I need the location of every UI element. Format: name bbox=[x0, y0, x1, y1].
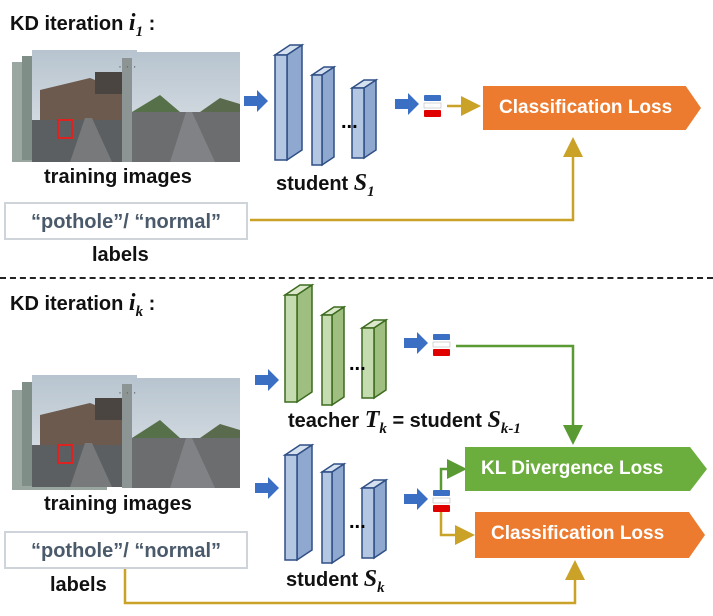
teacher-tk-caption: teacher Tk = student Sk-1 bbox=[288, 407, 521, 437]
arrow-teacher-to-kl-loss bbox=[456, 344, 583, 445]
training-images-caption-bottom: training images bbox=[44, 493, 192, 515]
arrow-student-to-output-top bbox=[395, 93, 419, 115]
output-vector-teacher bbox=[432, 334, 451, 356]
arrow-labels-to-loss-bottom bbox=[123, 560, 585, 605]
training-images-caption-top: training images bbox=[44, 166, 192, 188]
ellipsis-student-bottom: ... bbox=[349, 511, 366, 533]
output-vector-top bbox=[423, 95, 442, 117]
training-image-stack-left-bottom bbox=[12, 375, 137, 490]
arrow-student-to-output-bottom bbox=[404, 488, 428, 510]
labels-box-top: “pothole”/ “normal” bbox=[4, 202, 248, 240]
ellipsis-top: ... bbox=[341, 111, 358, 133]
kl-divergence-loss: KL Divergence Loss bbox=[465, 447, 707, 491]
student-sk-network bbox=[282, 443, 389, 565]
output-vector-student-bottom bbox=[432, 490, 451, 512]
student-sk-caption: student Sk bbox=[286, 566, 385, 596]
classification-loss-bottom: Classification Loss bbox=[475, 512, 705, 558]
svg-text:· · ·: · · · bbox=[118, 59, 137, 73]
kd-iteration-k-heading: KD iteration ik : bbox=[10, 290, 156, 320]
arrow-images-to-teacher bbox=[255, 369, 279, 391]
arrow-images-to-student-bottom bbox=[255, 477, 279, 499]
arrow-images-to-student-top bbox=[244, 90, 268, 112]
training-image-stack-left-top bbox=[12, 50, 137, 162]
training-image-stack-right-top: · · · bbox=[118, 52, 240, 162]
arrow-teacher-to-output bbox=[404, 332, 428, 354]
kd-iteration-1-heading: KD iteration i1 : bbox=[10, 10, 156, 40]
ellipsis-teacher: ... bbox=[349, 353, 366, 375]
labels-box-bottom: “pothole”/ “normal” bbox=[4, 531, 248, 569]
svg-text:· · ·: · · · bbox=[118, 385, 137, 399]
labels-caption-top: labels bbox=[92, 244, 149, 266]
training-image-stack-right-bottom: · · · bbox=[118, 378, 240, 488]
labels-caption-bottom: labels bbox=[50, 574, 107, 596]
arrow-labels-to-loss-top bbox=[250, 137, 583, 222]
arrow-output-to-kl-loss bbox=[439, 459, 467, 490]
arrow-output-to-cls-loss-bottom bbox=[439, 512, 475, 545]
student-s1-caption: student S1 bbox=[276, 170, 375, 200]
student-s1-network bbox=[272, 43, 379, 167]
teacher-tk-network bbox=[282, 283, 389, 407]
classification-loss-top: Classification Loss bbox=[483, 86, 701, 130]
section-divider bbox=[0, 277, 713, 279]
